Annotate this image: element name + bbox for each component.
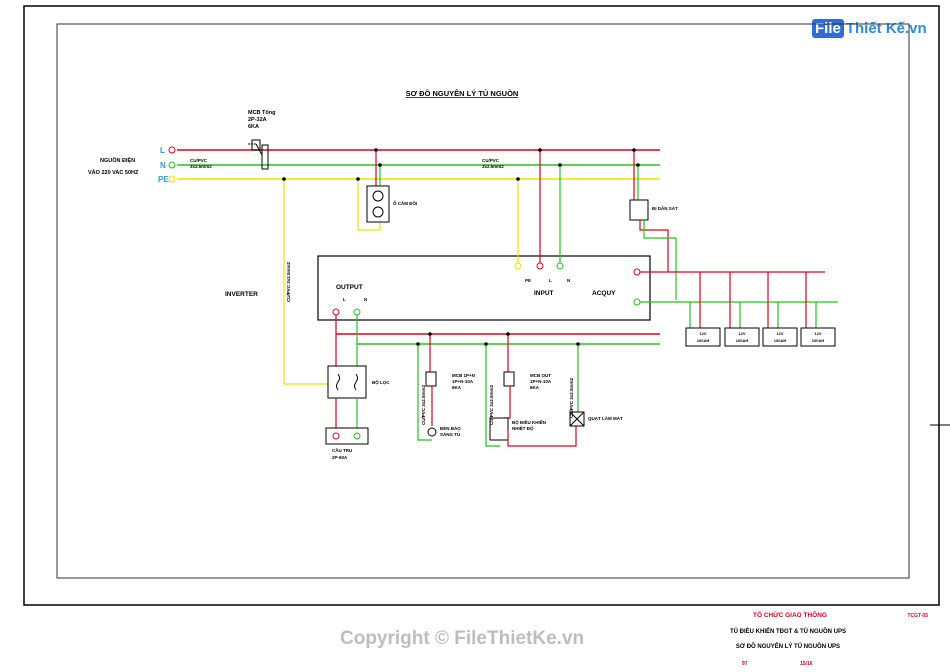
ctrl-label-1: BỘ ĐIỀU KHIỂN <box>512 418 546 425</box>
cable-branch-2: CU/PVC 3x2.5mm2 <box>489 384 494 425</box>
battery-2b: 100AH <box>736 338 749 343</box>
input-label: INPUT <box>534 290 554 297</box>
cable-1a: CU/PVC <box>190 158 208 163</box>
output-l-label: L <box>343 297 346 302</box>
battery-bank <box>685 327 836 347</box>
label-N: N <box>160 161 166 170</box>
cable-2a: CU/PVC <box>482 158 500 163</box>
inverter-label: INVERTER <box>225 291 258 298</box>
lamp-label-1: ĐÈN BÁO <box>440 424 461 431</box>
filter-label: BỘ LỌC <box>372 378 390 385</box>
input-n-label: N <box>567 278 570 283</box>
titleblock-line1: TỦ ĐIỀU KHIỂN TĐGT & TỦ NGUỒN UPS <box>730 628 846 635</box>
diagram-title: SƠ ĐỒ NGUYÊN LÝ TỦ NGUỒN <box>406 88 519 98</box>
input-pe-label: PE <box>525 278 531 283</box>
battery-4b: 100AH <box>812 338 825 343</box>
output-label: OUTPUT <box>336 284 363 291</box>
output-n-label: N <box>364 297 367 302</box>
battery-3a: 12V <box>776 331 783 336</box>
copyright-watermark: Copyright © FileThietKe.vn <box>340 628 585 649</box>
mcb-main-label-1: MCB Tổng <box>248 109 276 116</box>
cable-branch-3: CU/PVC 3x2.5mm2 <box>569 377 574 418</box>
surge-protector <box>629 199 649 221</box>
mcb-main-label-2: 2P-32A <box>248 117 267 123</box>
ups-box <box>317 255 651 321</box>
terminal-N <box>168 161 176 169</box>
surge-label: ĐỊ DÂN SÁT <box>652 205 678 211</box>
filter-block <box>327 365 367 399</box>
socket-label: Ổ CẮM ĐÔI <box>393 199 417 206</box>
inner-frame <box>56 23 910 579</box>
lamp-icon <box>427 427 437 437</box>
terminal-block <box>325 427 369 445</box>
terminal-PE <box>168 175 176 183</box>
titleblock-small-2: 15/16 <box>800 661 813 667</box>
mcb-main-label-3: 6KA <box>248 124 259 130</box>
mcb-b-label-2: 1P+N-10A <box>530 379 552 384</box>
source-label-1: NGUỒN ĐIỆN <box>100 156 135 164</box>
titleblock-small-1: 97 <box>742 661 748 667</box>
label-L: L <box>160 146 165 155</box>
lamp-label-2: SÁNG TỦ <box>440 431 460 437</box>
mcb-main-symbol <box>248 139 269 170</box>
mcb-b-label-1: MCB OUT <box>530 373 551 378</box>
titleblock-line2: SƠ ĐỒ NGUYÊN LÝ TỦ NGUỒN UPS <box>736 642 840 650</box>
mcb-a-label-3: 6KA <box>452 385 462 390</box>
titleblock-org: TỔ CHỨC GIAO THÔNG <box>753 610 827 619</box>
battery-3b: 100AH <box>774 338 787 343</box>
cable-vertical: CU/PVC 3x2.5mm2 <box>286 261 291 302</box>
temp-controller <box>489 417 509 441</box>
battery-1b: 100AH <box>697 338 710 343</box>
input-l-label: L <box>549 278 552 283</box>
double-socket <box>366 185 390 223</box>
source-label-2: VÀO 220 VAC 50HZ <box>88 169 139 176</box>
mcb-a-label-2: 1P+N-10A <box>452 379 474 384</box>
outer-frame <box>23 5 940 606</box>
label-PE: PE <box>158 175 169 184</box>
fan-label: QUẠT LÀM MÁT <box>588 415 623 421</box>
battery-1a: 12V <box>699 331 706 336</box>
terminal-label-2: 2P-60A <box>332 455 348 460</box>
cable-branch-1: CU/PVC 3x2.5mm2 <box>421 384 426 425</box>
acquy-label: ACQUY <box>592 290 616 297</box>
battery-4a: 12V <box>814 331 821 336</box>
mcb-b-label-3: 6KA <box>530 385 540 390</box>
titleblock-code: TCGT-05 <box>907 613 928 619</box>
cable-1b: 3x2.5mm2 <box>190 164 212 169</box>
mcb-a-label-1: MCB 1P+N <box>452 373 475 378</box>
cable-2b: 3x2.5mm2 <box>482 164 504 169</box>
terminal-label-1: CẦU TRU <box>332 447 352 453</box>
battery-2a: 12V <box>738 331 745 336</box>
ctrl-label-2: NHIỆT ĐỘ <box>512 424 534 431</box>
terminal-L <box>168 146 176 154</box>
